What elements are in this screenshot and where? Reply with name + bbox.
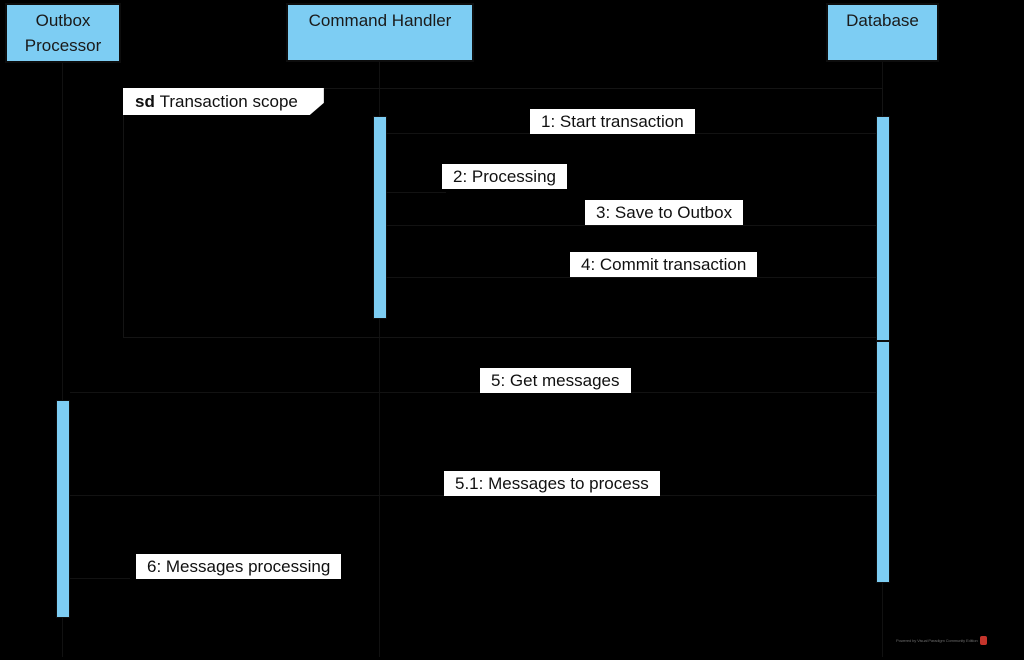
fragment-keyword: sd — [135, 92, 155, 111]
activation-command-handler — [373, 116, 387, 319]
message-label-6[interactable]: 6: Messages processing — [136, 554, 342, 579]
watermark-credit: Powered by Visual Paradigm Community Edi… — [896, 636, 987, 645]
participant-outbox-processor[interactable]: Outbox Processor — [5, 3, 121, 63]
participant-command-handler[interactable]: Command Handler — [286, 3, 474, 62]
lifeline-outbox-processor — [62, 63, 63, 657]
fragment-title: Transaction scope — [159, 92, 298, 111]
message-line-5 — [70, 392, 876, 393]
activation-database-1 — [876, 116, 890, 341]
participant-database[interactable]: Database — [826, 3, 939, 62]
participant-command-handler-label: Command Handler — [308, 11, 452, 30]
message-label-5[interactable]: 5: Get messages — [480, 368, 631, 393]
watermark-logo-icon — [979, 636, 987, 645]
message-label-1[interactable]: 1: Start transaction — [530, 109, 695, 134]
fragment-frame-transaction-scope — [123, 88, 883, 338]
participant-outbox-processor-label: Outbox Processor — [24, 11, 102, 55]
message-label-3[interactable]: 3: Save to Outbox — [585, 200, 744, 225]
watermark-text: Powered by Visual Paradigm Community Edi… — [896, 637, 978, 643]
activation-database-2 — [876, 341, 890, 583]
message-label-2[interactable]: 2: Processing — [442, 164, 567, 189]
activation-outbox-processor — [56, 400, 70, 618]
fragment-label-transaction-scope[interactable]: sd Transaction scope — [123, 88, 324, 115]
message-line-2 — [386, 192, 446, 193]
message-line-4 — [386, 277, 876, 278]
message-line-6 — [70, 578, 130, 579]
message-label-5-1[interactable]: 5.1: Messages to process — [444, 471, 660, 496]
message-line-3 — [386, 225, 876, 226]
message-label-4[interactable]: 4: Commit transaction — [570, 252, 758, 277]
lifeline-command-handler — [379, 62, 380, 657]
participant-database-label: Database — [846, 11, 919, 30]
